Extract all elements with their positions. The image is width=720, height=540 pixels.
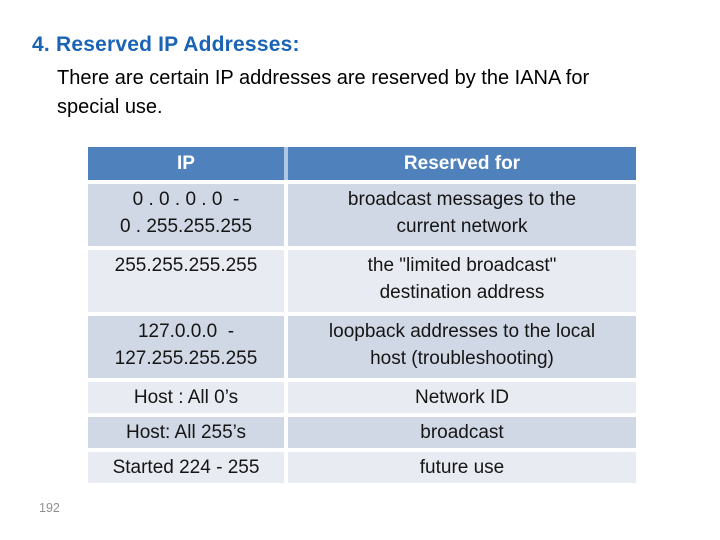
cell-reserved-for: Network ID (288, 382, 636, 413)
reserved-ip-table: IP Reserved for 0 . 0 . 0 . 0 - 0 . 255.… (84, 143, 640, 487)
cell-ip: Started 224 - 255 (88, 452, 284, 483)
cell-ip: 0 . 0 . 0 . 0 - 0 . 255.255.255 (88, 184, 284, 246)
cell-reserved-for: broadcast (288, 417, 636, 448)
table-row: Started 224 - 255 future use (88, 452, 636, 483)
cell-reserved-for: broadcast messages to the current networ… (288, 184, 636, 246)
cell-ip: 127.0.0.0 - 127.255.255.255 (88, 316, 284, 378)
table-row: Host : All 0’s Network ID (88, 382, 636, 413)
table-header-row: IP Reserved for (88, 147, 636, 180)
table-row: 127.0.0.0 - 127.255.255.255 loopback add… (88, 316, 636, 378)
page-number: 192 (39, 501, 60, 515)
cell-reserved-for: loopback addresses to the local host (tr… (288, 316, 636, 378)
table-row: Host: All 255’s broadcast (88, 417, 636, 448)
column-header-reserved-for: Reserved for (288, 147, 636, 180)
cell-ip: Host: All 255’s (88, 417, 284, 448)
cell-reserved-for: future use (288, 452, 636, 483)
intro-paragraph: There are certain IP addresses are reser… (57, 67, 590, 118)
column-header-ip: IP (88, 147, 288, 180)
cell-ip: 255.255.255.255 (88, 250, 284, 312)
cell-reserved-for: the "limited broadcast" destination addr… (288, 250, 636, 312)
page-title: 4. Reserved IP Addresses: (32, 33, 300, 56)
table-row: 0 . 0 . 0 . 0 - 0 . 255.255.255 broadcas… (88, 184, 636, 246)
table-row: 255.255.255.255 the "limited broadcast" … (88, 250, 636, 312)
cell-ip: Host : All 0’s (88, 382, 284, 413)
